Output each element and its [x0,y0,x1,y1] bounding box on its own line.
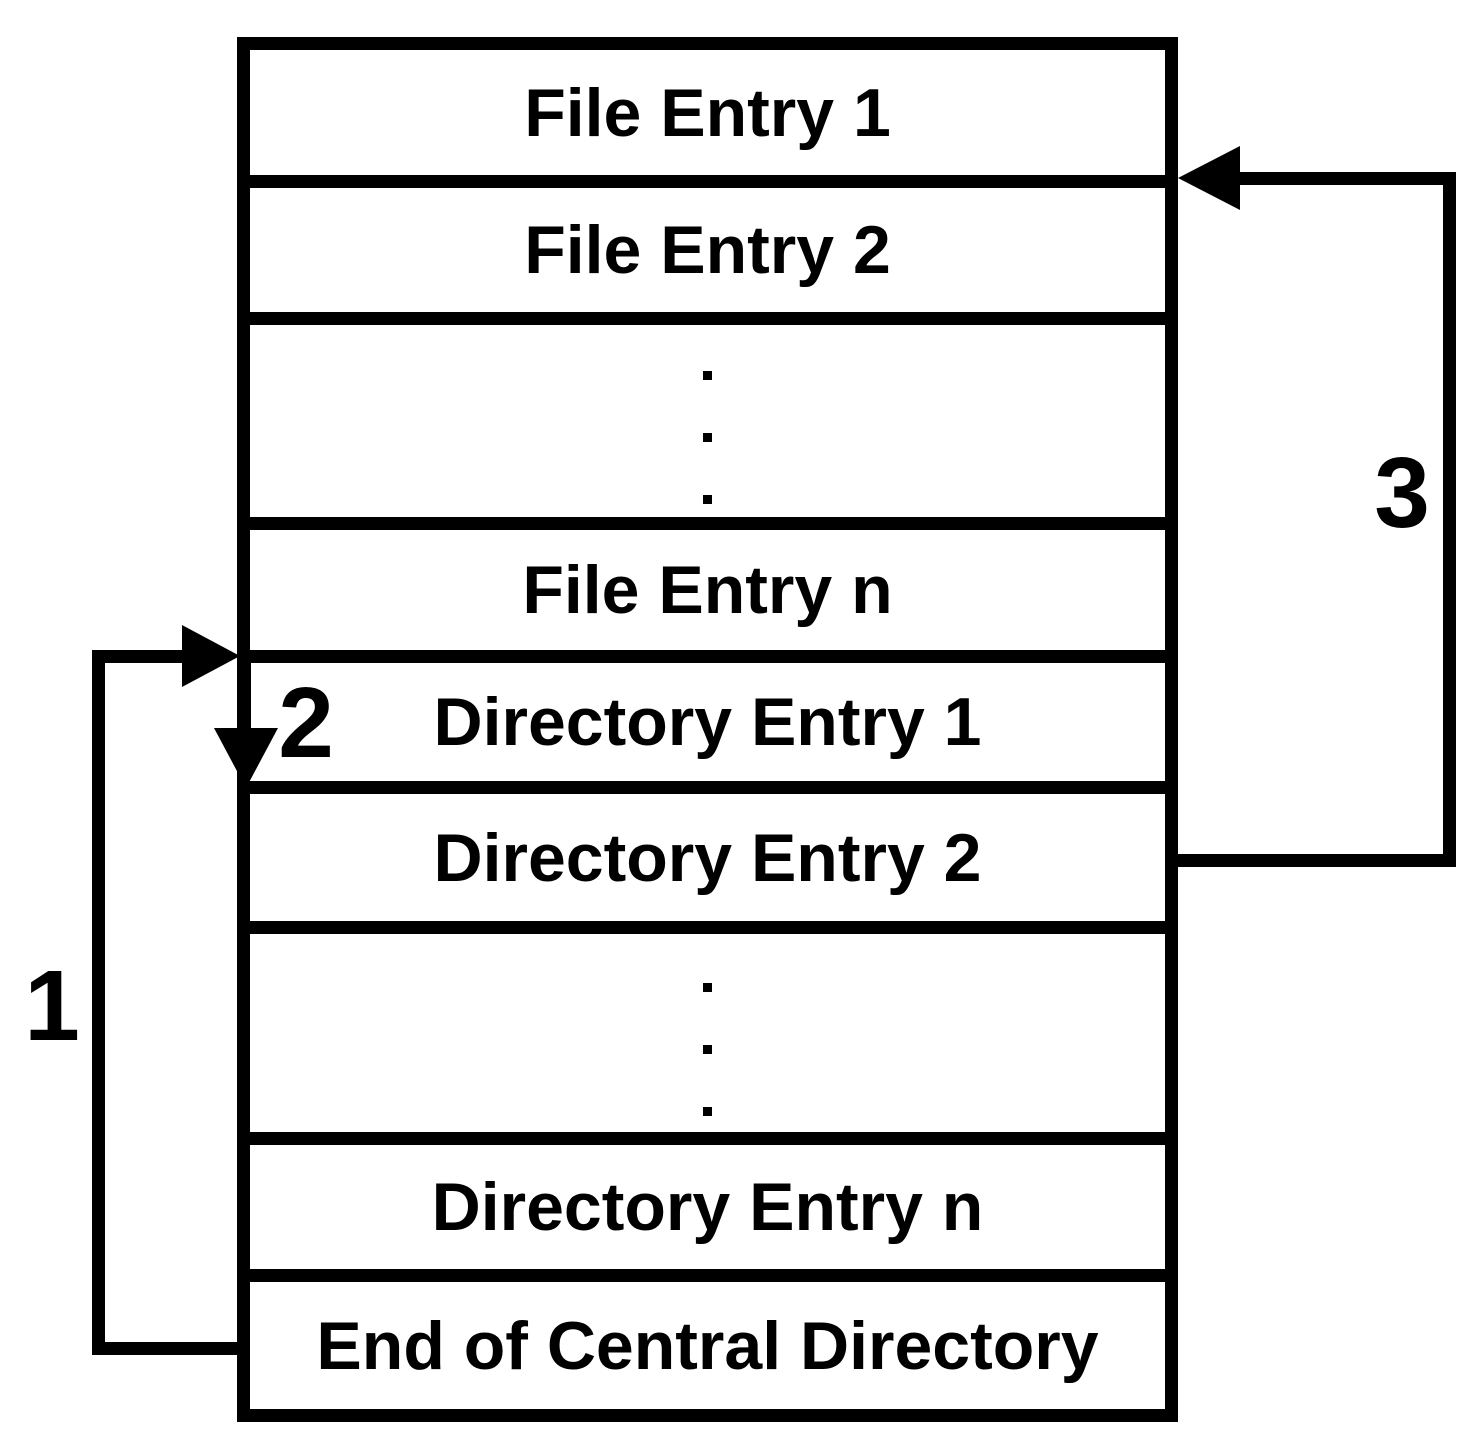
row-label: Directory Entry n [431,1169,984,1245]
vertical-ellipsis-dot [703,494,712,504]
row-file-entry-n: File Entry n [250,530,1165,663]
arrow-2-down-arrowhead-icon [214,728,278,788]
arrow-3-left-arrowhead-icon [1178,146,1240,210]
step-label-1: 1 [24,950,80,1062]
vertical-ellipsis-dot [703,1044,712,1054]
arrow-1-bottom-segment [92,1342,250,1355]
row-file-entries-ellipsis [250,325,1165,530]
arrow-3-vertical-segment [1443,172,1456,867]
arrow-1-top-segment [92,650,188,663]
row-directory-entry-2: Directory Entry 2 [250,794,1165,934]
row-end-of-central-directory: End of Central Directory [250,1282,1165,1409]
row-label: File Entry 2 [524,212,891,288]
row-directory-entry-n: Directory Entry n [250,1145,1165,1282]
arrow-3-top-segment [1240,172,1456,185]
row-label: End of Central Directory [316,1307,1099,1384]
arrow-3-bottom-segment [1165,854,1456,867]
arrow-1-right-arrowhead-icon [182,625,240,687]
arrow-1-vertical-segment [92,650,105,1355]
vertical-ellipsis-dot [703,370,712,380]
step-label-2: 2 [278,667,334,779]
row-label: File Entry 1 [524,74,891,151]
row-directory-entry-1: Directory Entry 1 [250,663,1165,794]
vertical-ellipsis-dot [703,1106,712,1116]
step-label-3: 3 [1374,437,1430,549]
vertical-ellipsis-dot [703,982,712,992]
row-file-entry-1: File Entry 1 [250,50,1165,188]
arrow-2-vertical-segment [238,656,251,736]
row-file-entry-2: File Entry 2 [250,188,1165,325]
zip-file-layout-box: File Entry 1 File Entry 2 File Entry n D… [237,37,1178,1422]
row-label: File Entry n [522,552,893,628]
vertical-ellipsis-dot [703,432,712,442]
row-label: Directory Entry 2 [433,819,982,896]
row-label: Directory Entry 1 [433,684,982,760]
row-directory-entries-ellipsis [250,934,1165,1145]
